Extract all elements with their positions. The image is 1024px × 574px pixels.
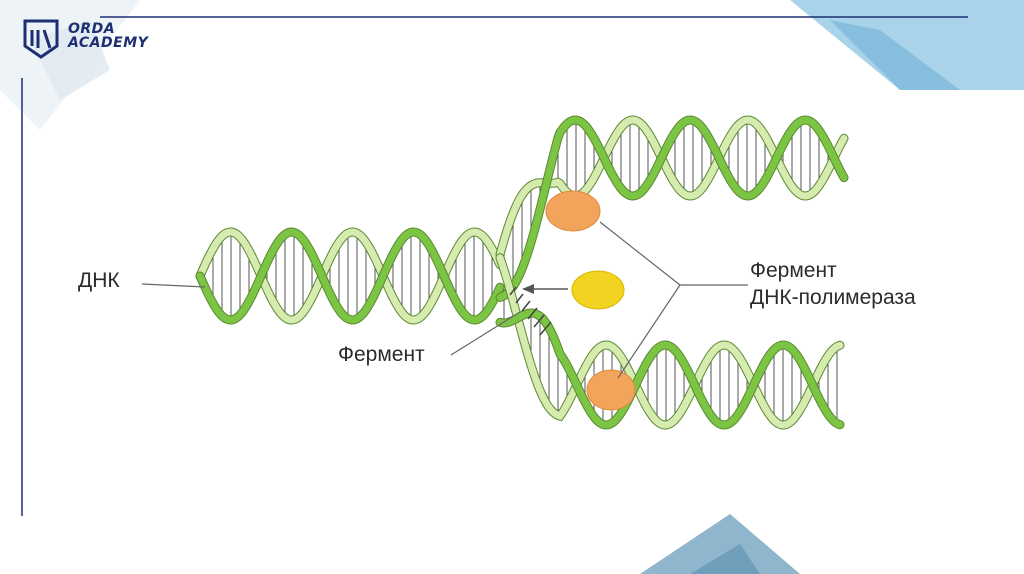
- decor-triangle-bottom-2: [690, 544, 760, 574]
- upper-daughter-dna-dark-strand: [496, 116, 848, 301]
- decor-triangle-top-left-2: [30, 20, 110, 100]
- enzyme-label-right: Фермент: [750, 259, 837, 282]
- parent-dna-light-strand: [196, 228, 504, 324]
- decor-triangle-top-right: [790, 0, 1024, 90]
- polymerase-label: ДНК-полимераза: [750, 286, 916, 309]
- label-pointers: [141, 221, 748, 379]
- decor-triangle-bottom: [640, 514, 800, 574]
- parent-dna-dark-strand: [196, 228, 504, 324]
- logo-line-2: ACADEMY: [68, 35, 149, 51]
- upper-daughter-dna-light-strand: [496, 116, 848, 258]
- lower-daughter-dna-dark-strand: [496, 309, 844, 429]
- dna-label: ДНК: [78, 269, 120, 292]
- logo-line-1: ORDA: [68, 21, 116, 37]
- arrow-icon: [522, 284, 568, 294]
- enzyme-label-left: Фермент: [338, 343, 425, 366]
- lower-daughter-dna-light-strand: [496, 254, 844, 429]
- decor-triangle-top-right-2: [830, 20, 960, 90]
- enzyme-yellow: [571, 270, 625, 310]
- dna-strands: [195, 115, 849, 430]
- logo-wordmark: ORDA ACADEMY: [68, 22, 148, 50]
- polymerase-enzyme-bottom: [586, 369, 636, 411]
- enzyme-hatching: [509, 286, 552, 336]
- polymerase-enzyme-top: [545, 190, 601, 232]
- orda-logo-icon: [23, 19, 59, 59]
